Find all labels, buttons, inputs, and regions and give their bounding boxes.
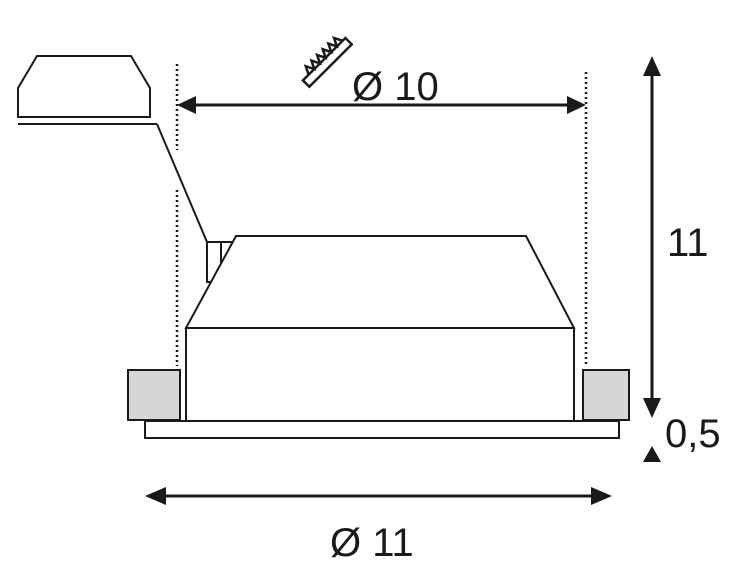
outer-diameter-label: Ø 11 xyxy=(330,521,414,565)
outer-dimension-line xyxy=(145,487,612,505)
luminaire-flange xyxy=(144,420,620,439)
luminaire-housing-body xyxy=(185,327,575,422)
ceiling-right xyxy=(582,369,630,421)
flange-thickness-label: 0,5 xyxy=(665,412,721,456)
height-dimension-line xyxy=(643,56,661,418)
driver-cable-lead xyxy=(156,123,232,243)
luminaire-housing-top xyxy=(184,235,576,329)
saw-icon xyxy=(301,35,354,89)
ceiling-left xyxy=(127,369,181,421)
flange-thickness-arrow xyxy=(643,446,661,462)
cutout-dimension-line xyxy=(177,96,586,114)
height-label: 11 xyxy=(667,221,709,265)
driver-box xyxy=(17,55,151,118)
cutout-diameter-label: Ø 10 xyxy=(352,65,439,109)
